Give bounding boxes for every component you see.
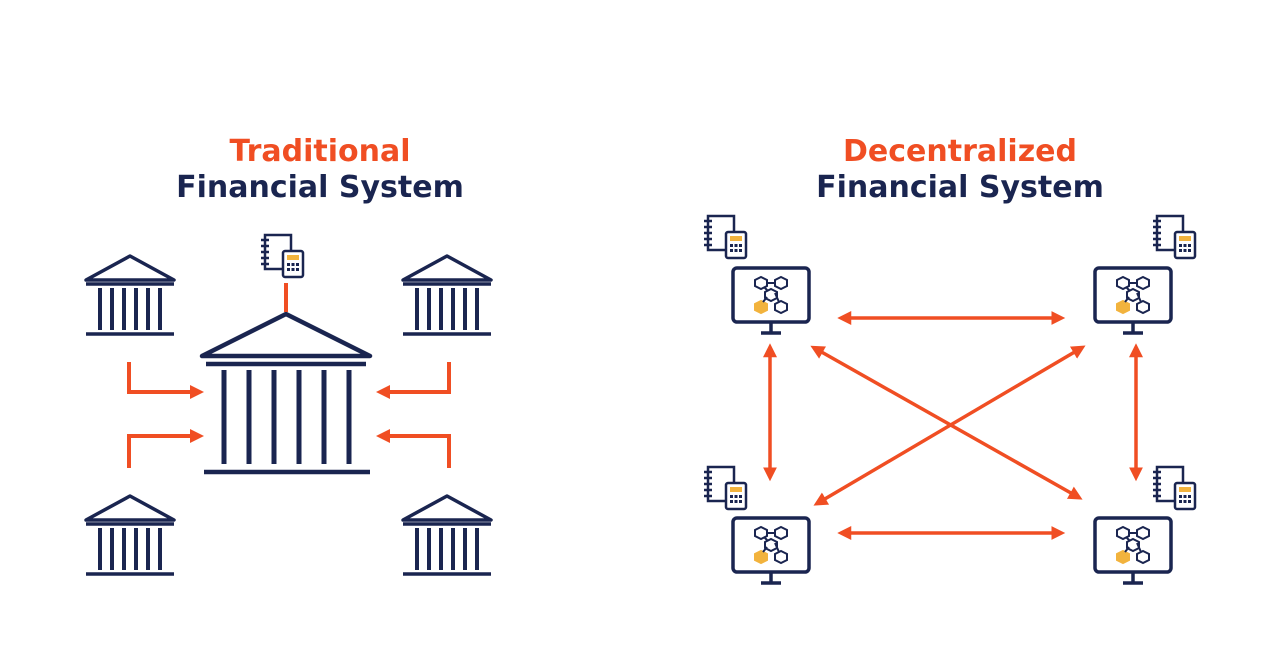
computer-node-icon: [731, 266, 811, 335]
traditional-title-line1: Traditional: [229, 134, 411, 169]
decentralized-title-line1: Decentralized: [843, 134, 1077, 169]
traditional-title-line2: Financial System: [176, 170, 464, 205]
double-arrow-icon: [813, 345, 1086, 506]
ledger-calculator-icon: [1151, 214, 1197, 260]
computer-node-icon: [731, 516, 811, 585]
bank-icon: [84, 254, 176, 336]
ledger-calculator-icon: [702, 214, 748, 260]
ledger-calculator-icon: [702, 465, 748, 511]
traditional-panel: Traditional Financial System: [0, 134, 640, 206]
ledger-calculator-icon: [259, 233, 305, 279]
arrow-icon: [376, 362, 451, 399]
central-bank-icon: [199, 311, 373, 475]
bank-icon: [84, 494, 176, 576]
decentralized-title-line2: Financial System: [816, 170, 1104, 205]
decentralized-title: Decentralized Financial System: [640, 134, 1280, 206]
traditional-title: Traditional Financial System: [0, 134, 640, 206]
arrow-icon: [127, 429, 204, 468]
ledger-calculator-icon: [1151, 465, 1197, 511]
bank-icon: [401, 254, 493, 336]
arrow-icon: [127, 362, 204, 399]
computer-node-icon: [1093, 516, 1173, 585]
arrow-icon: [376, 429, 451, 468]
decentralized-panel: Decentralized Financial System: [640, 0, 1280, 669]
bank-icon: [401, 494, 493, 576]
computer-node-icon: [1093, 266, 1173, 335]
